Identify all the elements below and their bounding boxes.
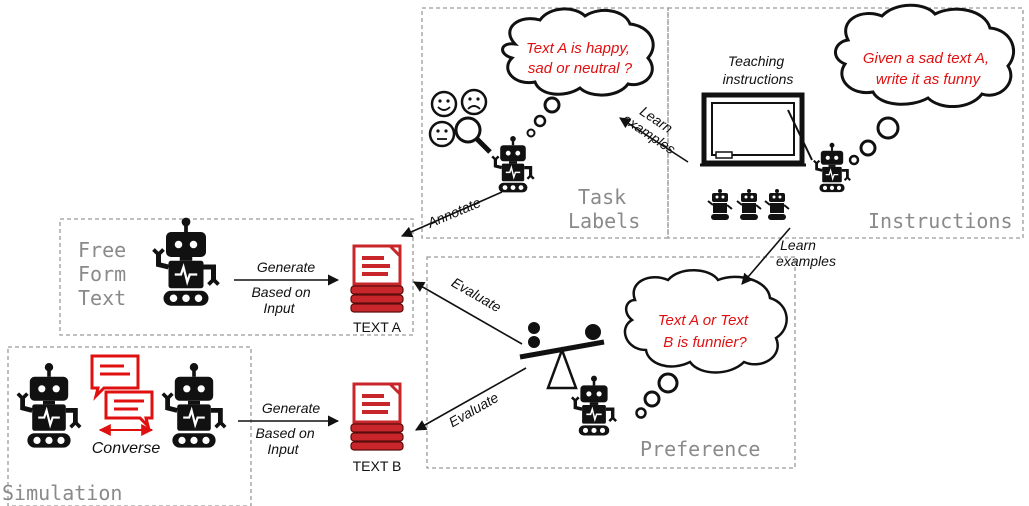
based-on-input-label-1: Based on Input — [251, 284, 314, 316]
converse-label: Converse — [92, 440, 161, 457]
task-labels-title: Task Labels — [568, 185, 640, 233]
learn-examples-label-1: Learn examples — [620, 97, 688, 157]
generate-label-2: Generate — [262, 400, 321, 416]
text-a-document-icon — [349, 244, 405, 314]
chalkboard-icon — [700, 92, 813, 167]
student-robot-1-icon — [707, 188, 733, 221]
emoji-faces-icon — [428, 88, 492, 154]
text-b-caption: TEXT B — [353, 458, 402, 474]
student-robot-3-icon — [764, 188, 790, 221]
teacher-robot-icon — [812, 141, 852, 194]
preference-thought-cloud: Text A or Text B is funnier? — [623, 269, 788, 419]
free-form-robot-icon — [154, 218, 219, 306]
free-form-text-box — [59, 218, 414, 336]
free-form-line-2: Form — [78, 262, 126, 286]
simulation-title: Simulation — [2, 481, 122, 505]
evaluate-a-label: Evaluate — [449, 274, 504, 315]
preference-box — [426, 256, 796, 469]
instructions-box — [667, 7, 1024, 239]
preference-thought: Text A or Text B is funnier? — [658, 312, 753, 351]
based-on-input-label-2: Based on Input — [255, 425, 318, 457]
student-robot-2-icon — [736, 188, 762, 221]
task-labels-thought: Text A is happy, sad or neutral ? — [526, 40, 634, 77]
instructions-title: Instructions — [868, 209, 1013, 233]
simulation-box — [7, 346, 252, 506]
evaluate-a-arrow — [413, 281, 523, 345]
annotate-label: Annotate — [424, 194, 483, 231]
instructions-thought-cloud: Given a sad text A, write it as funny — [834, 3, 1015, 166]
teaching-instructions-label: Teaching instructions — [723, 53, 794, 87]
free-form-text-title: Free Form Text — [78, 238, 138, 310]
preference-title: Preference — [640, 437, 760, 461]
learn-examples-arrow-2 — [741, 227, 791, 285]
free-form-line-1: Free — [78, 238, 126, 262]
annotate-arrow — [400, 191, 503, 238]
balance-scale-icon — [519, 322, 605, 390]
text-a-caption: TEXT A — [353, 319, 402, 335]
free-form-line-3: Text — [78, 286, 126, 310]
task-labels-box — [421, 7, 669, 239]
task-labels-line-1: Task — [578, 185, 626, 209]
simulation-robot-right-icon — [163, 363, 225, 448]
task-labels-thought-cloud: Text A is happy, sad or neutral ? — [501, 7, 655, 138]
simulation-robot-left-icon — [18, 363, 80, 448]
evaluate-b-arrow — [415, 367, 527, 431]
text-b-document-icon — [349, 382, 405, 452]
learn-examples-label-2: Learn examples — [776, 237, 836, 269]
instructions-thought: Given a sad text A, write it as funny — [863, 50, 993, 88]
chat-bubbles-icon — [90, 354, 154, 431]
generate-label-1: Generate — [257, 259, 316, 275]
task-labels-robot-icon — [490, 134, 536, 194]
learn-examples-arrow-1 — [619, 117, 689, 163]
task-labels-line-2: Labels — [568, 209, 640, 233]
preference-robot-icon — [570, 373, 618, 438]
evaluate-b-label: Evaluate — [446, 389, 501, 430]
